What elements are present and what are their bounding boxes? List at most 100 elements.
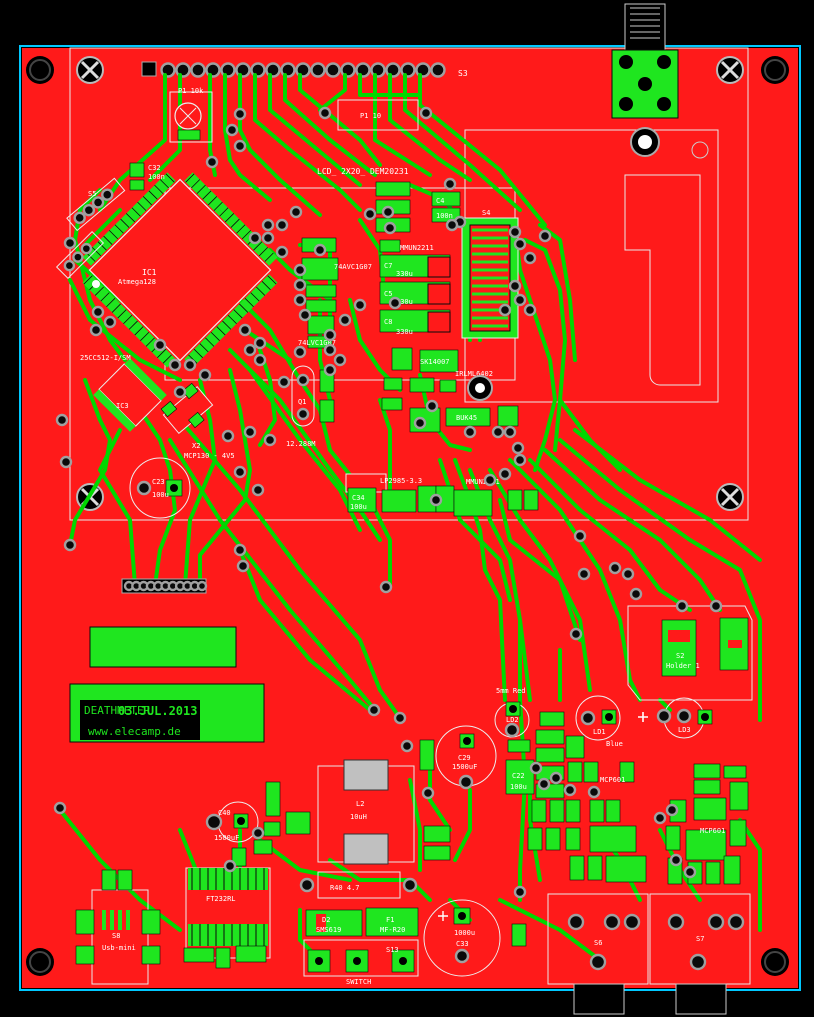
via [577, 567, 591, 581]
via [511, 441, 525, 455]
via [313, 243, 327, 257]
via [537, 777, 551, 791]
audio-jack-top [611, 3, 679, 119]
via [251, 826, 265, 840]
label-c40: C40 [218, 809, 231, 817]
label-c8: C8 [384, 318, 392, 326]
header-pin [190, 62, 206, 78]
lcd-pin-marker [691, 141, 709, 159]
r40-via-b [402, 877, 418, 893]
via [400, 739, 414, 753]
label-irlm: IRLML6402 [455, 370, 493, 378]
via [523, 303, 537, 317]
via [608, 561, 622, 575]
label-c23: C23 [152, 478, 165, 486]
via [669, 853, 683, 867]
cap-c40 [205, 801, 259, 843]
via [421, 786, 435, 800]
lcd-bezel-curve [624, 174, 701, 386]
via [63, 236, 77, 250]
via [413, 416, 427, 430]
label-led-red: 5mm Red [496, 687, 526, 695]
via [275, 245, 289, 259]
label-ld1-blue: Blue [606, 740, 623, 748]
via [183, 358, 197, 372]
via [205, 155, 219, 169]
via [393, 711, 407, 725]
label-f1-part: MF-R20 [380, 926, 405, 934]
label-mcp601: MCP601 [600, 776, 625, 784]
connector-s5 [66, 177, 126, 232]
via [243, 425, 257, 439]
oled-line1: DEATHMETER [84, 704, 151, 717]
via [683, 865, 697, 879]
diode-d2 [305, 909, 363, 937]
via-layer [53, 107, 723, 899]
header-pin [430, 62, 446, 78]
label-q1-freq: 12.288M [286, 440, 316, 448]
label-s13: S13 [386, 946, 399, 954]
via [513, 293, 527, 307]
via [293, 278, 307, 292]
label-c34: C34 [352, 494, 365, 502]
p1-via-a [318, 106, 332, 120]
label-c22: C22 [512, 772, 525, 780]
via [353, 298, 367, 312]
label-ds: 25CC512-I/SM [80, 354, 131, 362]
label-sk: SK14007 [420, 358, 450, 366]
audio-jack-s7 [649, 893, 751, 1015]
via [538, 229, 552, 243]
buffer-cluster [301, 237, 339, 349]
label-l2: L2 [356, 800, 364, 808]
label-c5-val: 330u [396, 298, 413, 306]
via [89, 323, 103, 337]
via [388, 296, 402, 310]
via [483, 473, 497, 487]
via [236, 559, 250, 573]
via [233, 107, 247, 121]
label-alvc2: 74LVC1G07 [298, 339, 336, 347]
via [665, 803, 679, 817]
mounting-hole-tr [761, 56, 789, 84]
via [445, 218, 459, 232]
via [103, 315, 117, 329]
label-s5: S5 [88, 190, 96, 198]
label-p1-top: P1 10k [178, 87, 204, 95]
led-ld1 [575, 695, 621, 741]
label-s6: S6 [594, 939, 602, 947]
via [513, 453, 527, 467]
label-c23-val: 100u [152, 491, 169, 499]
label-mmun1: MMUN2211 [400, 244, 434, 252]
via [63, 538, 77, 552]
label-ld2: LD2 [506, 716, 519, 724]
via [338, 313, 352, 327]
via [429, 493, 443, 507]
label-c34-val: 100u [350, 503, 367, 511]
label-ft: FT232RL [206, 895, 236, 903]
lcd-pin1-hole [467, 375, 493, 401]
label-c33: C33 [456, 940, 469, 948]
header-pin [196, 580, 208, 592]
label-c5: C5 [384, 290, 392, 298]
header-pin [325, 62, 341, 78]
via [243, 343, 257, 357]
label-s2: S2 [676, 652, 684, 660]
via [248, 231, 262, 245]
label-s4: S4 [482, 209, 490, 217]
label-holder: Holder 1 [666, 662, 700, 670]
label-c22-val: 100u [510, 783, 527, 791]
inductor-l2 [317, 759, 415, 865]
label-mcp601b: MCP601 [700, 827, 725, 835]
label-d2: D2 [322, 916, 330, 924]
x2-supervisor [160, 382, 214, 435]
label-x2: X2 [192, 442, 200, 450]
audio-jack-s6 [547, 893, 649, 1015]
label-s8: S8 [112, 932, 120, 940]
via [363, 207, 377, 221]
r40-via-a [299, 877, 315, 893]
oled-line3: www.elecamp.de [88, 725, 181, 738]
mounting-hole-br [761, 948, 789, 976]
mounting-hole-tl [26, 56, 54, 84]
green-block-1 [89, 626, 237, 668]
